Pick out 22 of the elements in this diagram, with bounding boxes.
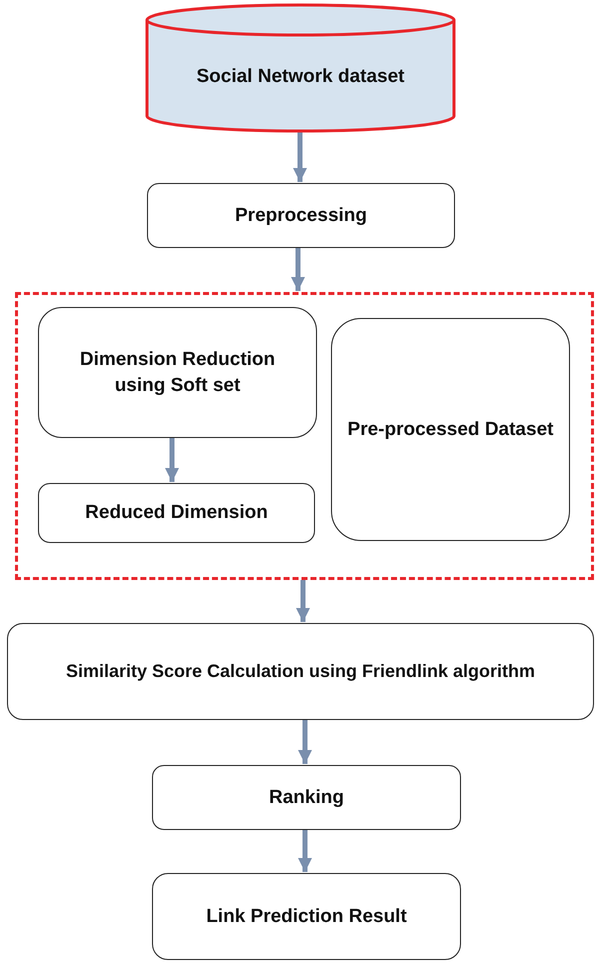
node-label: Ranking [268, 786, 345, 810]
arrow [298, 830, 312, 872]
dashed-group-box [15, 292, 594, 580]
node-label: Dimension Reduction using Soft set [78, 348, 276, 398]
process-box [38, 483, 315, 543]
node-label: Preprocessing [234, 204, 368, 228]
node-label: Reduced Dimension [84, 501, 269, 526]
node-label: Pre-processed Dataset [346, 418, 554, 442]
arrow [165, 438, 179, 482]
process-box [147, 183, 455, 248]
node-label: Link Prediction Result [205, 904, 408, 929]
arrow [293, 131, 307, 182]
node-label: Similarity Score Calculation using Friendlink algorithm [64, 660, 536, 684]
process-box [152, 765, 461, 830]
process-box [38, 307, 317, 438]
node-label: Social Network dataset [195, 65, 406, 90]
process-box [152, 873, 461, 960]
process-box [7, 623, 594, 720]
arrow [296, 580, 310, 622]
process-box [331, 318, 570, 541]
arrow [291, 248, 305, 291]
arrow [298, 720, 312, 764]
